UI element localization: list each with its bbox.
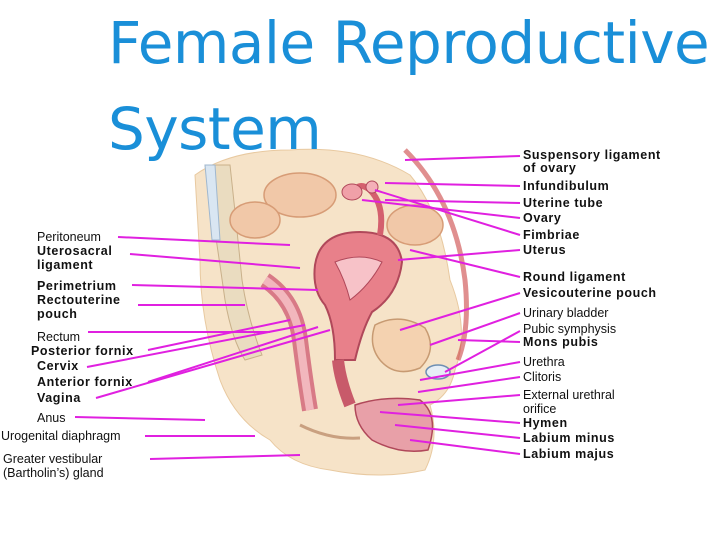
label-mons-pubis: Mons pubis bbox=[523, 335, 599, 349]
label-urogenital-diaphragm: Urogenital diaphragm bbox=[1, 429, 121, 443]
leader-line bbox=[374, 189, 521, 236]
leader-line bbox=[429, 312, 521, 346]
leader-line bbox=[147, 319, 291, 351]
leader-line bbox=[404, 155, 521, 161]
label-orifice: orifice bbox=[523, 402, 557, 416]
label-infundibulum: Infundibulum bbox=[523, 179, 610, 193]
label-round-ligament: Round ligament bbox=[523, 270, 626, 284]
leader-line bbox=[131, 284, 319, 291]
label-fimbriae: Fimbriae bbox=[523, 228, 580, 242]
label-labium-minus: Labium minus bbox=[523, 431, 615, 445]
vertebral-column bbox=[204, 164, 221, 241]
label-uterosacral-ligament: ligament bbox=[37, 258, 94, 272]
leader-line bbox=[379, 411, 521, 424]
rectum-inner bbox=[262, 276, 314, 411]
leader-line bbox=[394, 424, 521, 439]
page-title-line1: Female Reproductive bbox=[108, 9, 710, 77]
leader-line bbox=[397, 394, 521, 406]
leader-line bbox=[361, 199, 521, 219]
intestine-loop bbox=[386, 204, 444, 246]
label-suspensory-ligament: Suspensory ligament bbox=[523, 148, 661, 162]
label-labium-majus: Labium majus bbox=[523, 447, 615, 461]
label-ovary: Ovary bbox=[523, 211, 562, 225]
leader-line bbox=[417, 376, 521, 393]
label-external-urethral: External urethral bbox=[523, 388, 615, 402]
label-rectouterine: Rectouterine bbox=[37, 293, 121, 307]
label-cervix: Cervix bbox=[37, 359, 79, 373]
leader-line bbox=[457, 339, 521, 343]
leader-line bbox=[409, 249, 521, 278]
label-vagina: Vagina bbox=[37, 391, 81, 405]
leader-line bbox=[419, 361, 521, 381]
leader-line bbox=[399, 292, 521, 331]
leader-line bbox=[129, 253, 301, 269]
label-posterior-fornix: Posterior fornix bbox=[31, 344, 134, 358]
label-hymen: Hymen bbox=[523, 416, 568, 430]
intestine-loop bbox=[229, 201, 281, 239]
labia bbox=[354, 397, 434, 452]
leader-line bbox=[409, 439, 521, 455]
label-anterior-fornix: Anterior fornix bbox=[37, 375, 133, 389]
label-rectum: Rectum bbox=[37, 330, 81, 344]
page-title-line2: System bbox=[108, 95, 322, 163]
label-vesicouterine-pouch: Vesicouterine pouch bbox=[523, 286, 657, 300]
label-peritoneum: Peritoneum bbox=[37, 230, 101, 244]
label-pubic-symphysis: Pubic symphysis bbox=[523, 322, 617, 336]
label-urethra: Urethra bbox=[523, 355, 565, 369]
leader-line bbox=[149, 454, 301, 460]
label-perimetrium: Perimetrium bbox=[37, 279, 117, 293]
label-greater-vestibular: Greater vestibular bbox=[3, 452, 103, 466]
urinary-bladder bbox=[371, 318, 432, 373]
label-urinary-bladder: Urinary bladder bbox=[523, 306, 609, 320]
abdominal-wall bbox=[403, 148, 469, 361]
vagina bbox=[332, 359, 356, 408]
label-anus: Anus bbox=[37, 411, 66, 425]
leader-line bbox=[384, 182, 521, 187]
leader-line bbox=[147, 326, 319, 383]
leader-line bbox=[444, 330, 521, 373]
perineum bbox=[299, 423, 361, 440]
ovary bbox=[341, 183, 363, 201]
label-clitoris: Clitoris bbox=[523, 370, 562, 384]
leader-line bbox=[117, 236, 291, 246]
label-of-ovary: of ovary bbox=[523, 161, 577, 175]
label-rectouterine-pouch: pouch bbox=[37, 307, 78, 321]
leader-line bbox=[95, 329, 331, 399]
leader-line bbox=[74, 416, 206, 421]
label-uterus: Uterus bbox=[523, 243, 567, 257]
leader-line bbox=[397, 249, 521, 261]
label-bartholins-gland: (Bartholin’s) gland bbox=[3, 466, 104, 480]
label-uterosacral: Uterosacral bbox=[37, 244, 113, 258]
uterine-cavity bbox=[334, 256, 383, 301]
leader-line bbox=[86, 324, 306, 368]
intestine-loop bbox=[263, 172, 337, 218]
label-uterine-tube: Uterine tube bbox=[523, 196, 604, 210]
